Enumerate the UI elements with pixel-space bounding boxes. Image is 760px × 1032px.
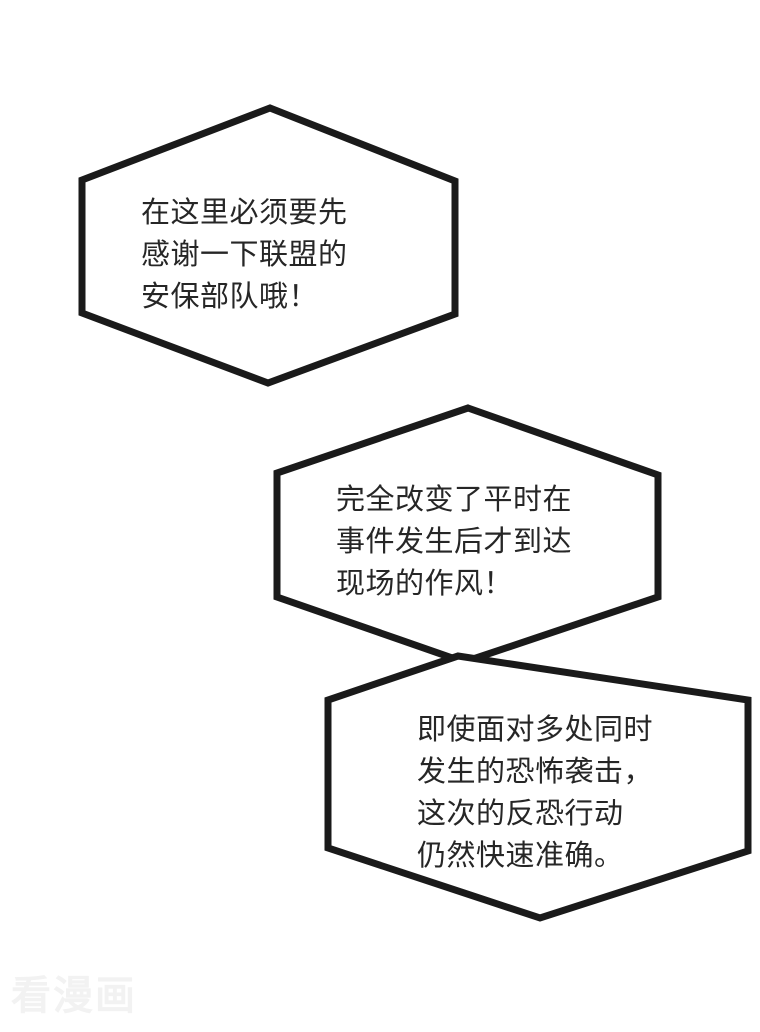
- bubble-3-outline: [324, 652, 752, 922]
- bubble-1-text: 在这里必须要先 感谢一下联盟的 安保部队哦！: [141, 195, 348, 313]
- bubble-1-outline: [78, 104, 459, 387]
- site-watermark: 看漫画: [11, 973, 137, 1019]
- bubble-2-text: 完全改变了平时在 事件发生后才到达 现场的作风！: [336, 482, 573, 600]
- bubble-3-text: 即使面对多处同时 发生的恐怖袭击， 这次的反恐行动 仍然快速准确。: [417, 712, 654, 872]
